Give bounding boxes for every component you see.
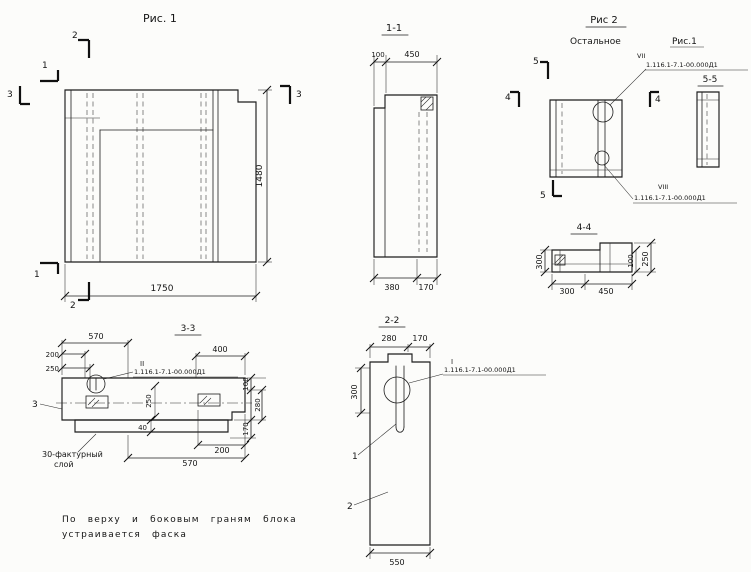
fig1-dim-height: 1480 (255, 164, 265, 187)
sec33-dim-top-570: 570 (88, 332, 103, 341)
fig1-title: Рис. 1 (143, 12, 177, 25)
fig2-marker-4-right: 4 (655, 95, 661, 105)
fig1-dim-width: 1750 (151, 284, 174, 294)
fig2-docref-bottom: 1.116.1-7.1-00.000Д1 (634, 194, 706, 202)
sec44-title: 4-4 (577, 223, 592, 233)
fig2-marker-5-bottom: 5 (540, 191, 546, 201)
sec33-dim-right-100: 100 (242, 377, 250, 390)
sec11-dim-170: 170 (418, 283, 433, 292)
sec11-title: 1-1 (386, 23, 402, 34)
fig2-docref-top: 1.116.1-7.1-00.000Д1 (646, 61, 718, 69)
sec44-dim-right-250: 250 (641, 251, 650, 266)
note-line2: устраивается фаска (62, 530, 187, 540)
sec11-outline (373, 94, 438, 258)
sec33-callout-circle (86, 374, 106, 394)
sec33-dim-40: 40 (138, 424, 147, 432)
fig1-marker-2-top: 2 (72, 31, 78, 41)
fig2-callout-circle-top (592, 101, 614, 123)
view-section-4-4: 4-4 300 100 250 300 450 (535, 223, 656, 296)
sec33-title: 3-3 (181, 324, 196, 334)
sec33-dim-right-280: 280 (254, 398, 262, 411)
sec33-outline (61, 377, 246, 421)
sec55-title: 5-5 (703, 75, 718, 85)
fig2-callout-vii: VII (637, 52, 645, 60)
sec44-dim-bottom-300: 300 (559, 287, 574, 296)
fig1-marker-1-bottom: 1 (34, 270, 40, 280)
sec33-dim-bottom-570: 570 (182, 459, 197, 468)
sec44-outline (551, 242, 633, 273)
fig2-note-left: Остальное (570, 37, 621, 47)
sec22-callout-circle (383, 376, 411, 404)
fig2-marker-4-left: 4 (505, 93, 511, 103)
view-section-3-3: 3-3 570 200 250 400 II 1.116.1-7.1-00.00… (32, 324, 267, 469)
sec22-title: 2-2 (385, 316, 400, 326)
sec44-dim-bottom-450: 450 (598, 287, 613, 296)
view-section-5-5: 5-5 (696, 75, 724, 168)
sec22-docref: 1.116.1-7.1-00.000Д1 (444, 366, 516, 374)
fig2-block-outline (549, 99, 623, 178)
sec11-dim-450: 450 (404, 50, 419, 59)
sec22-callout-label: I (451, 358, 453, 366)
sec22-part-1: 1 (352, 452, 358, 462)
sec22-part-2: 2 (347, 502, 353, 512)
note-line1: По верху и боковым граням блока (62, 515, 297, 525)
sec22-dim-170: 170 (412, 334, 427, 343)
sec22-outline (369, 353, 431, 546)
fig1-marker-2-bottom: 2 (70, 301, 76, 311)
sec33-dim-right-170: 170 (242, 422, 250, 435)
fig1-block-outline (64, 89, 257, 263)
sec33-note-line1: 30-фактурный (42, 450, 103, 459)
fig1-marker-3-right: 3 (296, 90, 302, 100)
sec44-dim-left-300: 300 (535, 254, 544, 269)
sec33-callout-label: II (140, 360, 144, 368)
sec22-dim-bottom-550: 550 (389, 558, 404, 567)
sec22-dim-280: 280 (381, 334, 396, 343)
fig2-callout-viii: VIII (658, 183, 668, 191)
fig2-title: Рис 2 (590, 15, 618, 26)
sec33-marker-3: 3 (32, 400, 38, 410)
general-note: По верху и боковым граням блока устраива… (62, 515, 297, 540)
sec33-dim-top-200: 200 (46, 351, 59, 359)
sec22-dim-left-300: 300 (350, 384, 359, 399)
sec11-dim-380: 380 (384, 283, 399, 292)
sec44-dim-100: 100 (627, 254, 635, 267)
view-fig2: Рис 2 Остальное Рис.1 VII 1.116.1-7.1-00… (505, 15, 748, 204)
view-section-1-1: 1-1 100 450 380 170 (369, 23, 442, 292)
view-section-2-2: 2-2 280 170 I 1.116.1-7.1-00.000Д1 300 1… (347, 316, 546, 567)
view-fig1: Рис. 1 1750 1480 2 2 1 1 (7, 12, 302, 311)
sec33-note-line2: слой (54, 460, 74, 469)
fig1-marker-1-top: 1 (42, 61, 48, 71)
fig2-callout-circle-bottom (594, 150, 610, 166)
fig2-note-right: Рис.1 (672, 37, 697, 47)
sec33-docref: 1.116.1-7.1-00.000Д1 (134, 368, 206, 376)
sec33-dim-bottom-200: 200 (214, 446, 229, 455)
sec33-dim-top-400: 400 (212, 345, 227, 354)
sec33-dim-top-250: 250 (46, 365, 59, 373)
sec33-dim-inner-250: 250 (145, 394, 153, 407)
fig1-marker-3-left: 3 (7, 90, 13, 100)
sec11-dim-100: 100 (371, 51, 384, 59)
fig2-marker-5-top: 5 (533, 57, 539, 67)
sec55-outline (696, 91, 720, 168)
